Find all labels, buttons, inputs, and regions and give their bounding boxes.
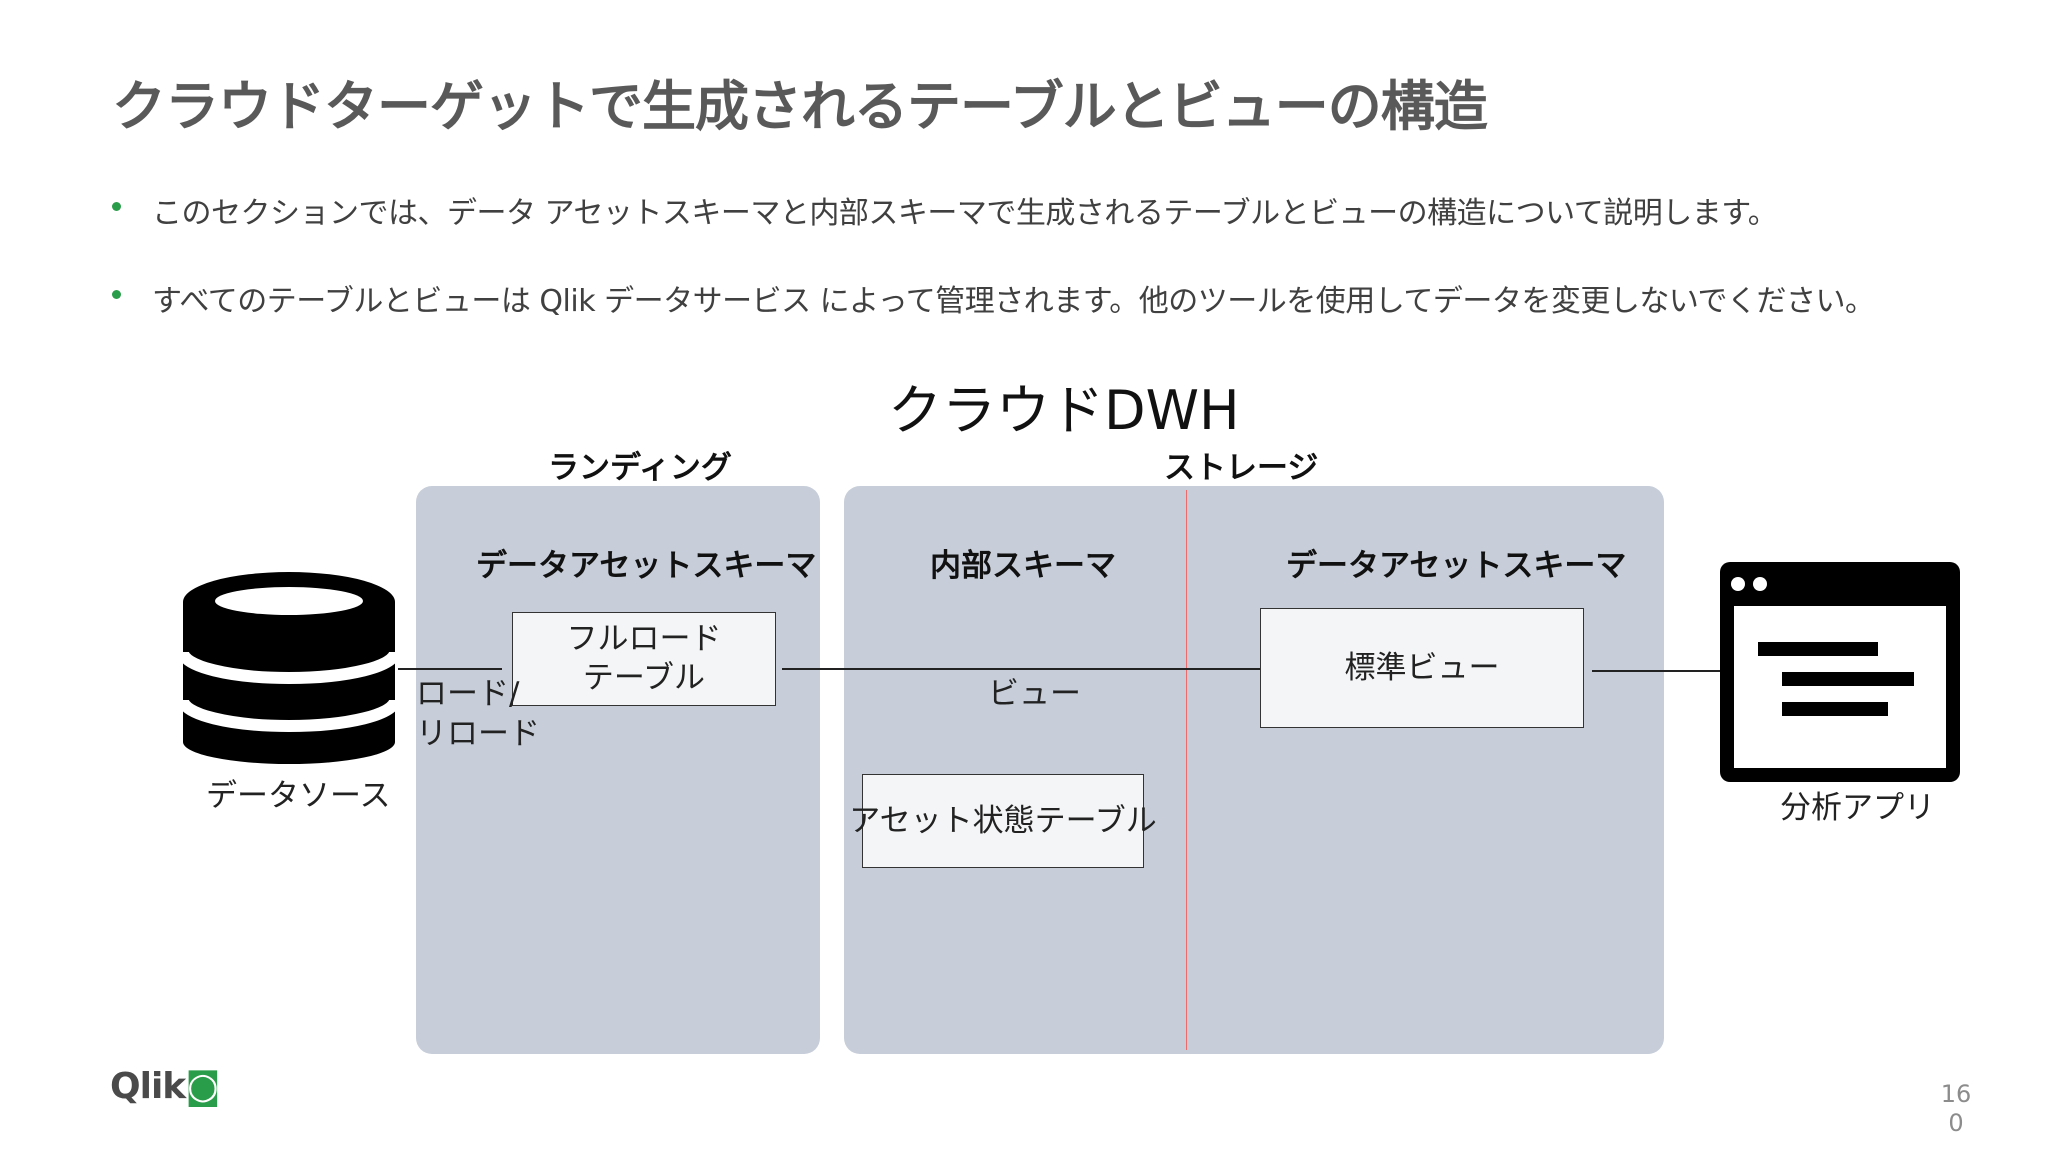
- qlik-logo-text: Qlik: [110, 1066, 186, 1107]
- database-icon: [180, 572, 398, 764]
- storage-panel: [844, 486, 1664, 1054]
- full-load-table-box: フルロード テーブル: [512, 612, 776, 706]
- asset-state-table-box: アセット状態テーブル: [849, 774, 1157, 868]
- connector-source-to-fullload: [398, 668, 502, 670]
- connector-fullload-to-view: [782, 668, 1262, 670]
- internal-schema-label: 内部スキーマ: [930, 548, 1116, 584]
- storage-divider: [1186, 490, 1187, 1050]
- application-window-icon: [1720, 562, 1960, 782]
- analytics-app-label: 分析アプリ: [1780, 790, 1935, 826]
- standard-view-box: 標準ビュー: [1260, 608, 1584, 728]
- landing-panel: [416, 486, 820, 1054]
- bullet-item: すべてのテーブルとビューは Qlik データサービス によって管理されます。他の…: [112, 276, 1875, 320]
- data-source-label: データソース: [206, 778, 391, 814]
- page-title: クラウドターゲットで生成されるテーブルとビューの構造: [112, 75, 1488, 138]
- storage-label: ストレージ: [1164, 450, 1319, 486]
- bullet-dot-icon: [112, 202, 121, 211]
- view-label: ビュー: [988, 676, 1081, 712]
- landing-label: ランディング: [548, 450, 732, 486]
- bullet-list: このセクションでは、データ アセットスキーマと内部スキーマで生成されるテーブルと…: [112, 188, 1875, 364]
- qlik-logo-mark-icon: ◙: [185, 1066, 220, 1107]
- bullet-item: このセクションでは、データ アセットスキーマと内部スキーマで生成されるテーブルと…: [112, 188, 1874, 232]
- connector-view-to-app: [1592, 670, 1724, 672]
- load-reload-label: ロード/ リロード: [416, 676, 540, 753]
- bullet-text: すべてのテーブルとビューは Qlik データサービス によって管理されます。他の…: [152, 284, 1875, 319]
- qlik-logo: Qlik◙: [110, 1066, 220, 1107]
- bullet-text: このセクションでは、データ アセットスキーマと内部スキーマで生成されるテーブルと…: [152, 196, 1778, 231]
- storage-schema-label: データアセットスキーマ: [1286, 548, 1627, 584]
- page-number: 16 0: [1940, 1080, 1972, 1137]
- cloud-dwh-title: クラウドDWH: [888, 379, 1240, 442]
- landing-schema-label: データアセットスキーマ: [476, 548, 817, 584]
- bullet-dot-icon: [112, 290, 121, 299]
